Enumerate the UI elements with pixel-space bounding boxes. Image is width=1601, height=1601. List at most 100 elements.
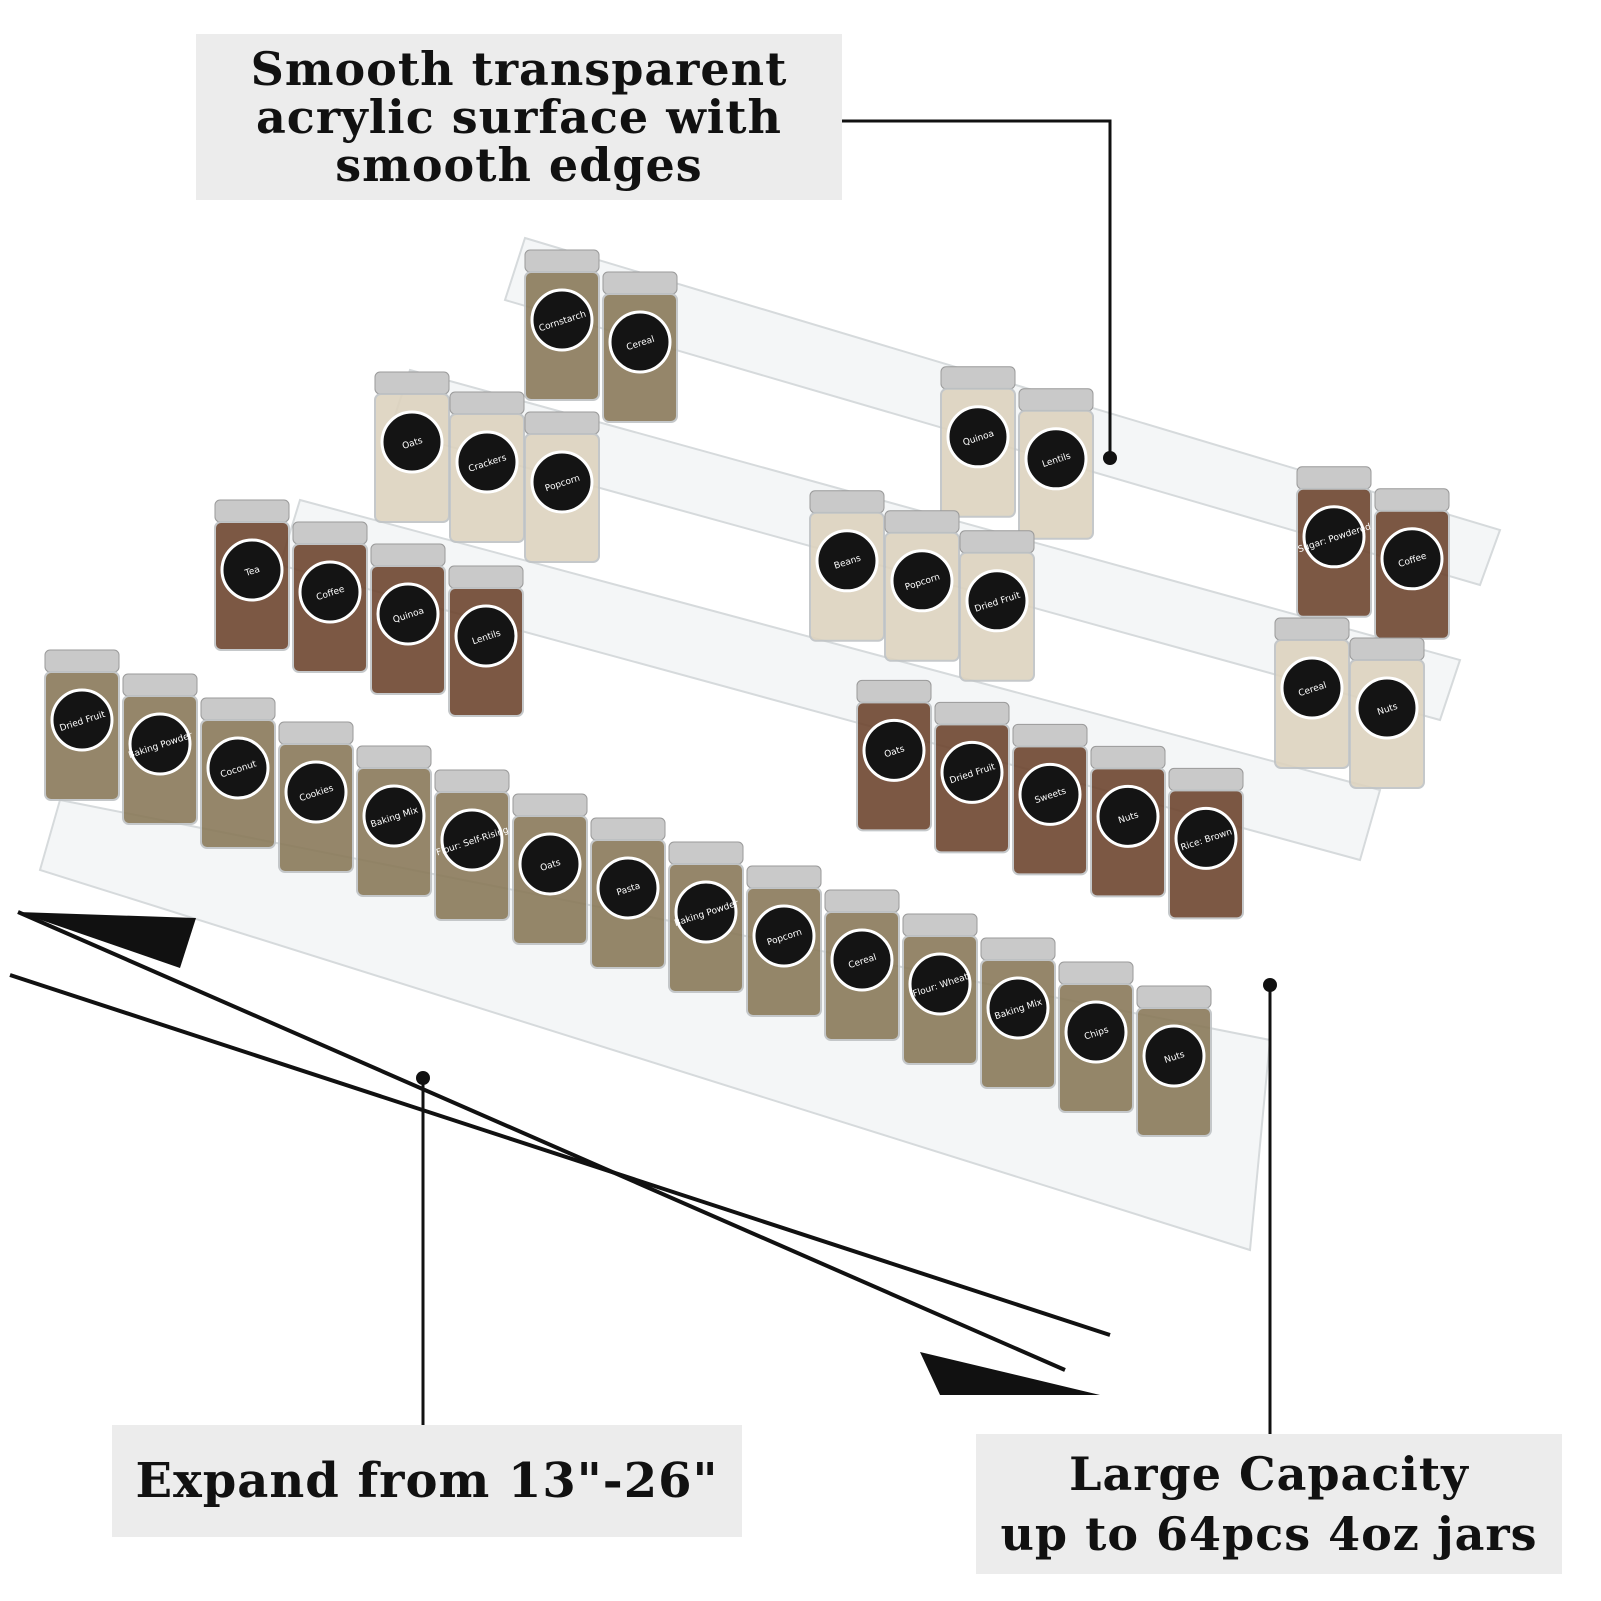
jar-lid — [356, 745, 432, 769]
jar-lid — [524, 249, 600, 273]
leader-dot-right — [1263, 978, 1277, 992]
jar-label-badge — [890, 549, 954, 613]
jar-label-badge — [986, 976, 1050, 1040]
callout-expand-range: Expand from 13"-26" — [112, 1425, 742, 1537]
upper-guide-line — [17, 910, 1066, 1372]
spice-jar: Dried Fruit — [934, 701, 1010, 854]
jar-lid — [1058, 961, 1134, 985]
jar-lid — [1374, 488, 1450, 512]
jar-label-badge — [454, 604, 518, 668]
jar-lid — [884, 510, 960, 534]
jar-label-badge — [206, 736, 270, 800]
spice-jar: Popcorn — [524, 411, 600, 563]
jar-lid — [668, 841, 744, 865]
jar-lid — [1090, 745, 1166, 769]
callout-acrylic-surface: Smooth transparent acrylic surface with … — [196, 34, 842, 200]
spice-jar: Baking Mix — [980, 937, 1056, 1089]
spice-jar: Oats — [512, 793, 588, 945]
jar-lid — [278, 721, 354, 745]
spice-jar: Cereal — [1274, 617, 1350, 769]
jar-label-badge — [1018, 762, 1082, 826]
jar-lid — [449, 391, 525, 415]
callout-capacity-text: Large Capacity up to 64pcs 4oz jars — [1000, 1447, 1538, 1561]
jar-lid — [809, 490, 885, 514]
jar-lid — [980, 937, 1056, 961]
jar-label-badge — [908, 952, 972, 1016]
spice-jar: Flour: Wheat — [902, 913, 978, 1065]
jar-label-text: Tea — [243, 565, 261, 579]
jar-lid — [1018, 388, 1094, 412]
leader-dots — [416, 451, 1277, 1085]
jar-lid — [434, 769, 510, 793]
jar-lid — [292, 521, 368, 545]
jar-label-badge — [1096, 784, 1160, 848]
jar-label-badge — [128, 712, 192, 776]
spice-jar: Cookies — [278, 721, 354, 873]
jar-lid — [524, 411, 600, 435]
jar-label-badge — [530, 288, 594, 352]
jar-lid — [200, 697, 276, 721]
leader-top — [842, 119, 1112, 458]
spice-jar: Popcorn — [746, 865, 822, 1017]
jar-label-badge — [674, 880, 738, 944]
spice-jar: Baking Mix — [356, 745, 432, 897]
spice-jar: Popcorn — [884, 510, 960, 662]
jar-lid — [934, 701, 1010, 725]
jar-label-badge — [1174, 806, 1238, 870]
jar-lid — [602, 271, 678, 295]
spice-jar: Coffee — [1374, 488, 1450, 640]
jar-label-badge — [940, 740, 1004, 804]
leader-dot-left — [416, 1071, 430, 1085]
jar-label-badge — [530, 450, 594, 514]
jar-lid — [512, 793, 588, 817]
jar-lid — [1168, 767, 1244, 791]
leader-lines — [421, 119, 1272, 1434]
right-arrowhead-icon — [920, 1352, 1100, 1395]
spice-jar: Nuts — [1349, 637, 1425, 789]
spice-jar: Rice: Brown — [1168, 767, 1244, 920]
spice-jar: Oats — [856, 679, 932, 832]
jar-label-badge — [1064, 1000, 1128, 1064]
spice-jar: Oats — [374, 371, 450, 523]
spice-jar: Baking Powder — [122, 673, 198, 825]
jar-lid — [1136, 985, 1212, 1009]
callout-acrylic-surface-text: Smooth transparent acrylic surface with … — [250, 42, 788, 192]
spice-jar: Tea — [214, 499, 290, 651]
lower-guide-line — [9, 973, 1111, 1337]
leader-dot-top — [1103, 451, 1117, 465]
jar-lid — [374, 371, 450, 395]
jar-lid — [1012, 723, 1088, 747]
jar-label-badge — [376, 582, 440, 646]
spice-jar: Nuts — [1090, 745, 1166, 898]
spice-jar: Cereal — [824, 889, 900, 1041]
spice-jar: Quinoa — [370, 543, 446, 695]
jar-lid — [448, 565, 524, 589]
jar-lid — [902, 913, 978, 937]
jar-label-badge — [362, 784, 426, 848]
jar-lid — [1274, 617, 1350, 641]
spice-jar: Beans — [809, 490, 885, 642]
jar-label-badge — [815, 529, 879, 593]
jar-label-badge — [596, 856, 660, 920]
spice-jar: Dried Fruit — [959, 530, 1035, 682]
spice-jar: Crackers — [449, 391, 525, 543]
jar-label-badge — [965, 569, 1029, 633]
jar-label-badge — [608, 310, 672, 374]
jar-label-badge — [1024, 427, 1088, 491]
jar-lid — [746, 865, 822, 889]
jar-label-badge — [1302, 505, 1366, 569]
spice-jar: Sugar: Powdered — [1296, 466, 1372, 618]
spice-jar: Lentils — [1018, 388, 1094, 540]
jar-lid — [590, 817, 666, 841]
jar-label-badge — [50, 688, 114, 752]
spice-jar: Chips — [1058, 961, 1134, 1113]
jar-lid — [370, 543, 446, 567]
spice-jar: Pasta — [590, 817, 666, 969]
callout-capacity: Large Capacity up to 64pcs 4oz jars — [976, 1434, 1562, 1574]
spice-jar: Flour: Self-Rising — [434, 769, 510, 921]
jar-label-badge — [298, 560, 362, 624]
jar-label-badge — [1355, 676, 1419, 740]
jar-label-badge — [518, 832, 582, 896]
